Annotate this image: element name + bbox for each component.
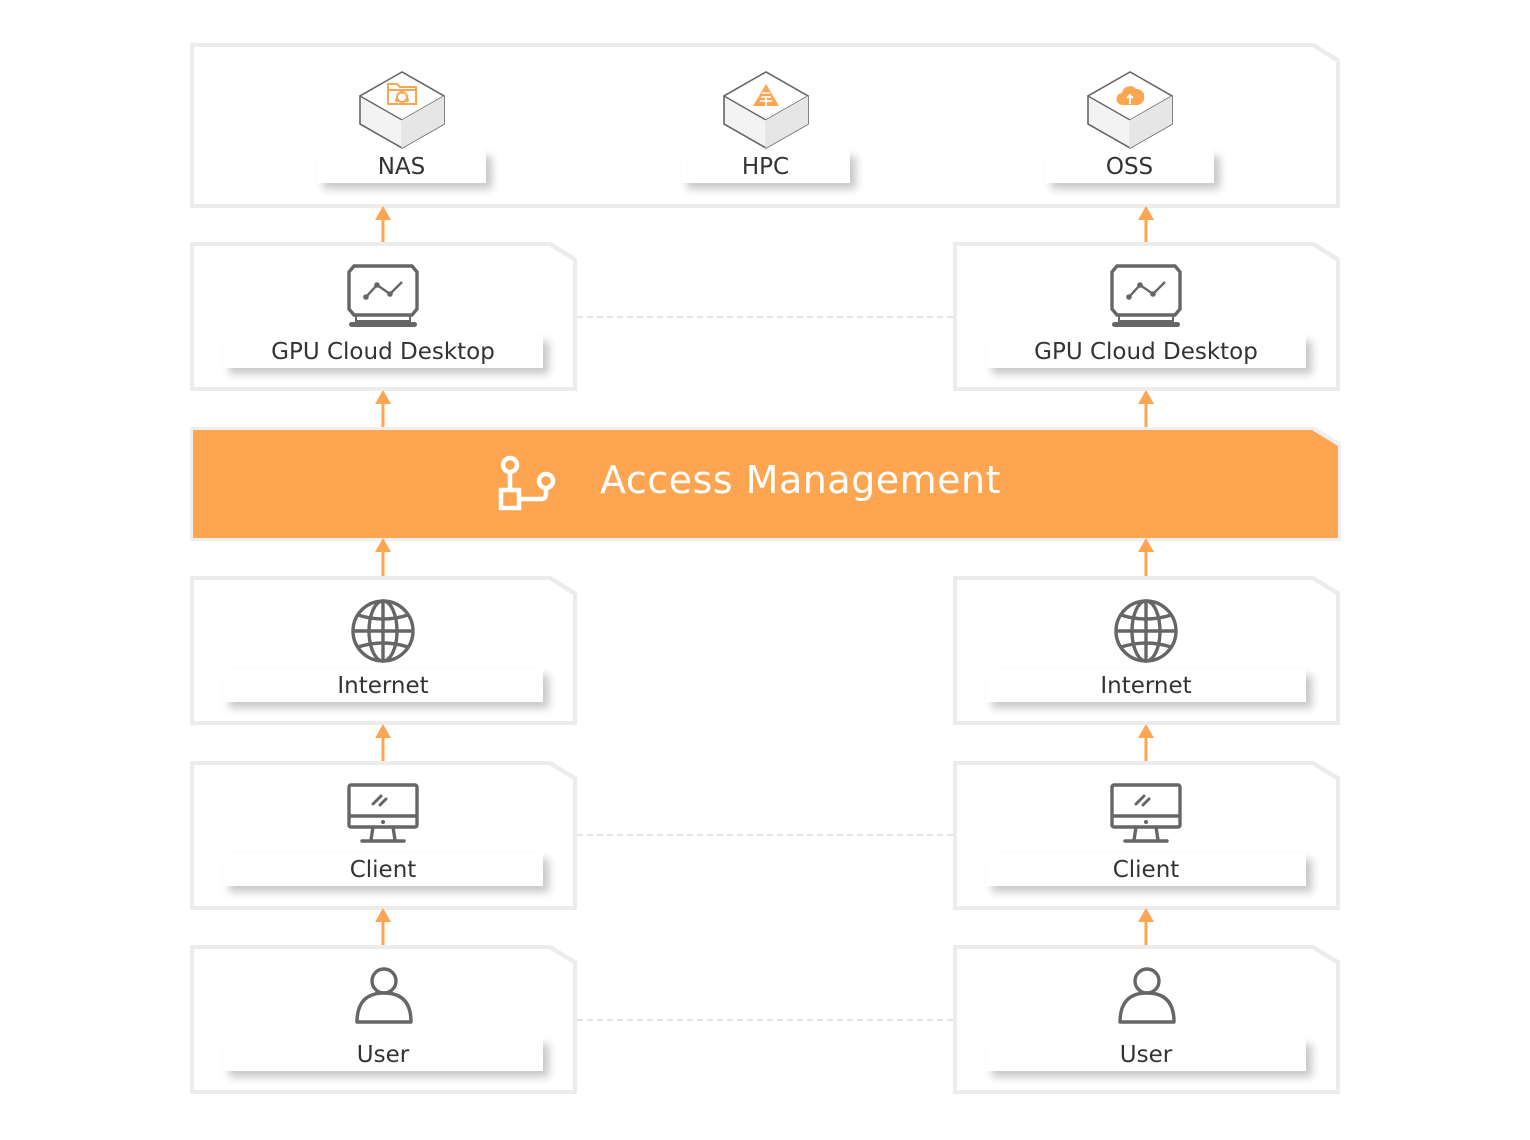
right-gpu-desktop-label[interactable]: GPU Cloud Desktop bbox=[986, 335, 1306, 368]
nas-folder-share-icon bbox=[387, 83, 417, 105]
right-client-label[interactable]: Client bbox=[986, 853, 1306, 886]
access-management-title: Access Management bbox=[600, 458, 1001, 502]
gpu-monitor-chart-icon bbox=[1109, 263, 1183, 329]
globe-icon bbox=[349, 597, 417, 665]
connector-dashed-line bbox=[577, 834, 953, 836]
nas-node[interactable] bbox=[358, 70, 446, 150]
left-internet-label[interactable]: Internet bbox=[223, 669, 543, 702]
access-flow-icon bbox=[498, 455, 556, 511]
arrow-up-icon bbox=[375, 724, 391, 764]
arrow-up-icon bbox=[1138, 206, 1154, 246]
left-user-label[interactable]: User bbox=[223, 1038, 543, 1071]
access-management-bar[interactable] bbox=[193, 430, 1338, 538]
arrow-up-icon bbox=[1138, 724, 1154, 764]
nas-label: NAS bbox=[317, 150, 486, 183]
arrow-up-icon bbox=[375, 538, 391, 578]
desktop-computer-icon bbox=[346, 782, 420, 846]
oss-label: OSS bbox=[1045, 150, 1214, 183]
arrow-up-icon bbox=[1138, 538, 1154, 578]
right-internet-label[interactable]: Internet bbox=[986, 669, 1306, 702]
storage-cube-icon bbox=[1086, 70, 1174, 150]
user-icon bbox=[354, 966, 414, 1026]
user-icon bbox=[1117, 966, 1177, 1026]
globe-icon bbox=[1112, 597, 1180, 665]
arrow-up-icon bbox=[1138, 390, 1154, 430]
oss-node[interactable] bbox=[1086, 70, 1174, 150]
hpc-triangle-icon bbox=[753, 84, 779, 106]
connector-dashed-line bbox=[577, 316, 953, 318]
arrow-up-icon bbox=[1138, 908, 1154, 948]
arrow-up-icon bbox=[375, 390, 391, 430]
left-client-label[interactable]: Client bbox=[223, 853, 543, 886]
oss-cloud-upload-icon bbox=[1116, 86, 1144, 106]
arrow-up-icon bbox=[375, 908, 391, 948]
connector-dashed-line bbox=[577, 1019, 953, 1021]
right-user-label[interactable]: User bbox=[986, 1038, 1306, 1071]
storage-cube-icon bbox=[722, 70, 810, 150]
arrow-up-icon bbox=[375, 206, 391, 246]
gpu-monitor-chart-icon bbox=[346, 263, 420, 329]
desktop-computer-icon bbox=[1109, 782, 1183, 846]
left-gpu-desktop-label[interactable]: GPU Cloud Desktop bbox=[223, 335, 543, 368]
hpc-node[interactable] bbox=[722, 70, 810, 150]
hpc-label: HPC bbox=[681, 150, 850, 183]
